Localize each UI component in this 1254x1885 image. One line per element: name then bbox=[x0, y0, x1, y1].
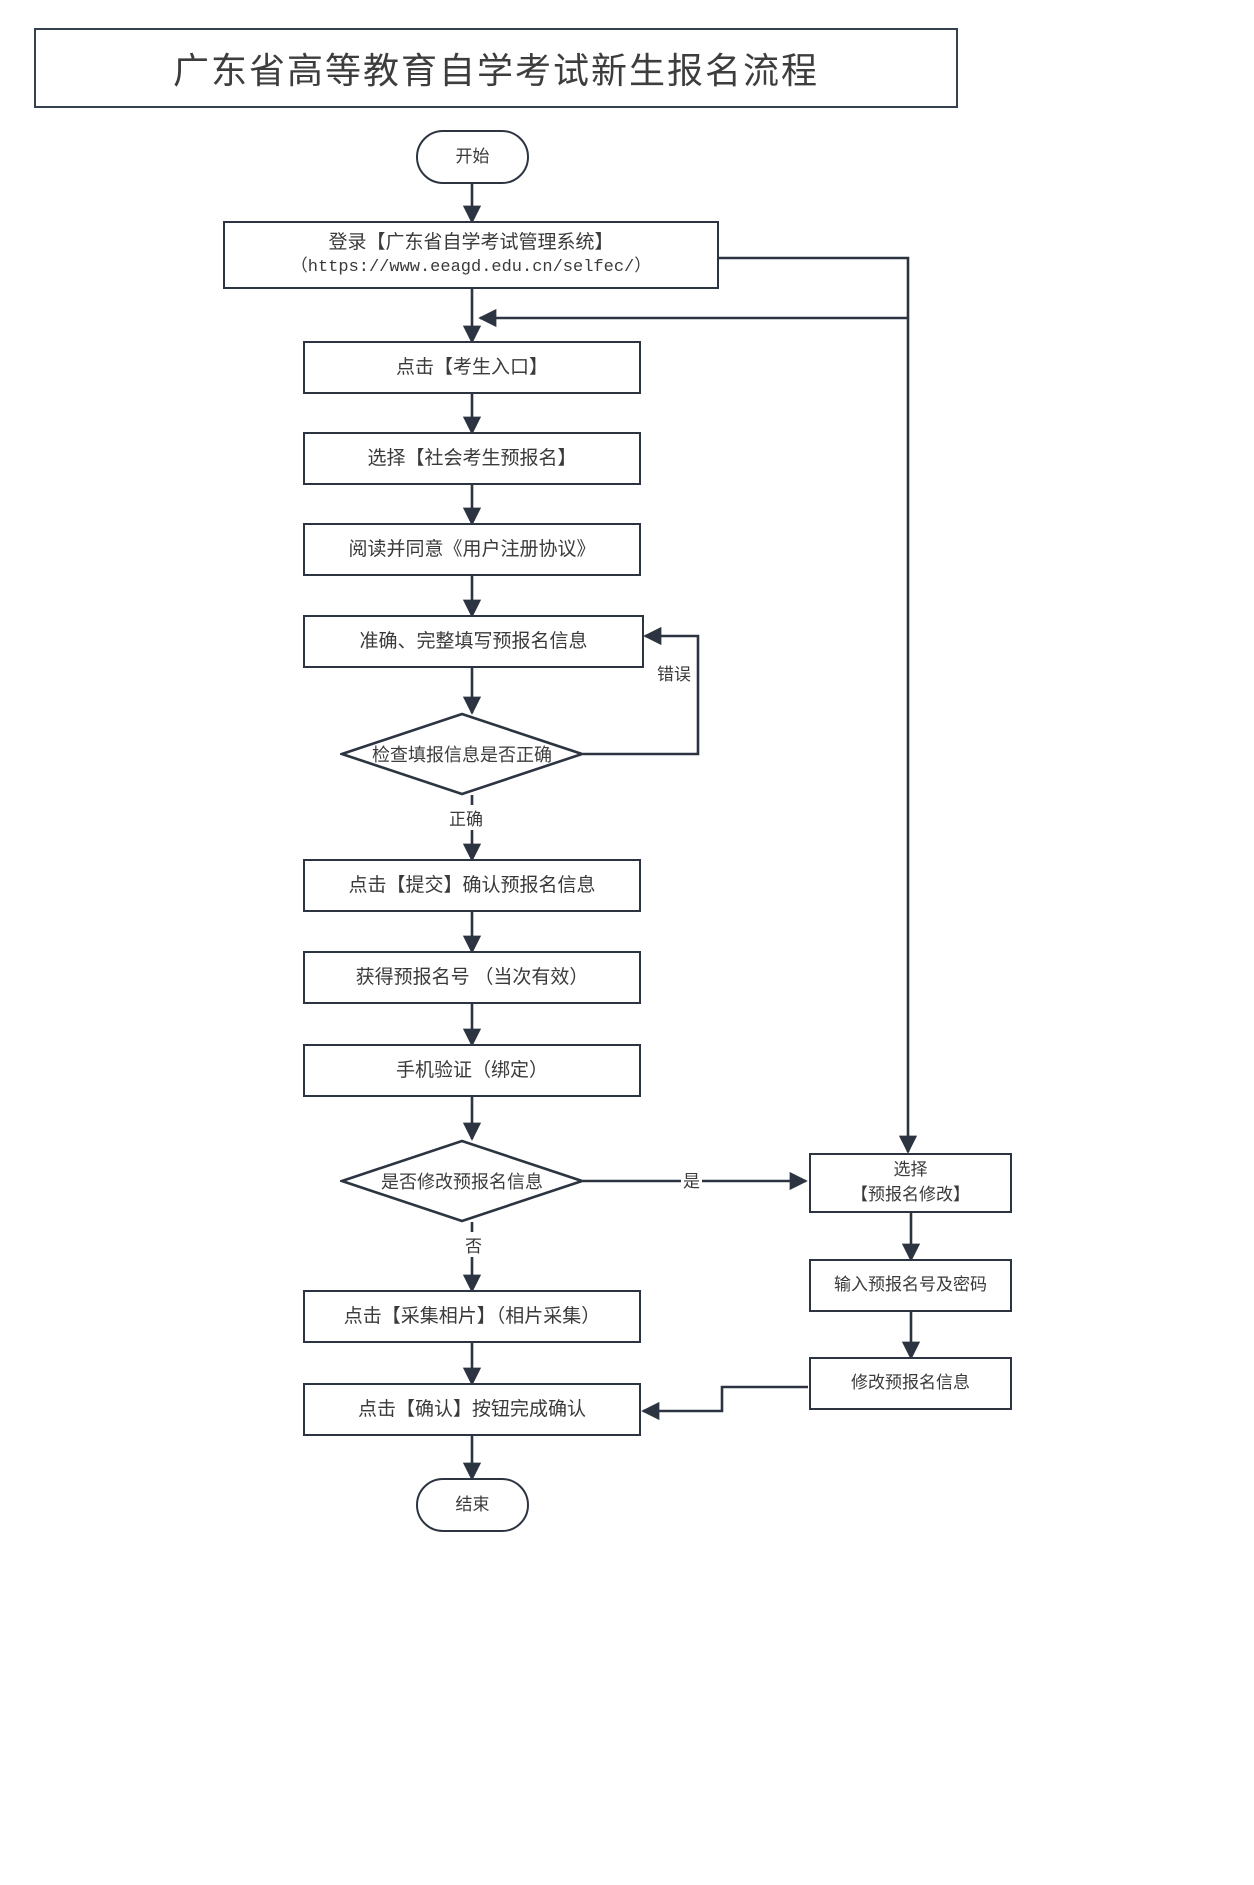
node-confirm-label: 点击【确认】按钮完成确认 bbox=[357, 1398, 586, 1420]
node-get-number-label: 获得预报名号 （当次有效） bbox=[355, 966, 589, 988]
node-login: 登录【广东省自学考试管理系统】 （https://www.eeagd.edu.c… bbox=[223, 221, 719, 289]
node-login-line1: 登录【广东省自学考试管理系统】 bbox=[328, 231, 614, 253]
node-end-label: 结束 bbox=[455, 1494, 490, 1514]
node-start: 开始 bbox=[416, 130, 529, 184]
node-select-preregister-label: 选择【社会考生预报名】 bbox=[367, 447, 577, 469]
node-modify-decision: 是否修改预报名信息 bbox=[340, 1139, 584, 1223]
node-phone-verify-label: 手机验证（绑定） bbox=[395, 1059, 548, 1081]
node-check-decision-label: 检查填报信息是否正确 bbox=[372, 745, 552, 765]
chart-title-frame: 广东省高等教育自学考试新生报名流程 bbox=[34, 28, 958, 108]
page-title: 广东省高等教育自学考试新生报名流程 bbox=[172, 51, 819, 91]
node-photo-capture: 点击【采集相片】（相片采集） bbox=[303, 1290, 641, 1343]
node-photo-capture-label: 点击【采集相片】（相片采集） bbox=[343, 1305, 601, 1327]
node-submit: 点击【提交】确认预报名信息 bbox=[303, 859, 641, 912]
node-candidate-entrance-label: 点击【考生入口】 bbox=[395, 356, 548, 378]
node-candidate-entrance: 点击【考生入口】 bbox=[303, 341, 641, 394]
node-choose-modify-line1: 选择 bbox=[893, 1160, 928, 1180]
node-fill-info: 准确、完整填写预报名信息 bbox=[303, 615, 644, 668]
node-login-url: （https://www.eeagd.edu.cn/selfec/） bbox=[290, 258, 652, 278]
decision-diamond-shape-2 bbox=[340, 1139, 584, 1223]
node-phone-verify: 手机验证（绑定） bbox=[303, 1044, 641, 1097]
node-check-decision: 检查填报信息是否正确 bbox=[340, 712, 584, 796]
node-fill-info-label: 准确、完整填写预报名信息 bbox=[359, 630, 588, 652]
node-read-agreement: 阅读并同意《用户注册协议》 bbox=[303, 523, 641, 576]
node-end: 结束 bbox=[416, 1478, 529, 1532]
node-do-modify: 修改预报名信息 bbox=[809, 1357, 1012, 1410]
node-do-modify-label: 修改预报名信息 bbox=[851, 1373, 970, 1393]
edge-label-yes: 是 bbox=[681, 1167, 702, 1192]
node-confirm: 点击【确认】按钮完成确认 bbox=[303, 1383, 641, 1436]
edge-label-no: 否 bbox=[463, 1232, 484, 1257]
node-submit-label: 点击【提交】确认预报名信息 bbox=[348, 874, 596, 896]
node-input-number-label: 输入预报名号及密码 bbox=[834, 1275, 987, 1295]
node-modify-decision-label: 是否修改预报名信息 bbox=[381, 1172, 543, 1192]
node-read-agreement-label: 阅读并同意《用户注册协议》 bbox=[348, 538, 596, 560]
edge-label-error: 错误 bbox=[655, 660, 693, 685]
node-start-label: 开始 bbox=[455, 146, 490, 166]
node-get-number: 获得预报名号 （当次有效） bbox=[303, 951, 641, 1004]
node-input-number: 输入预报名号及密码 bbox=[809, 1259, 1012, 1312]
decision-diamond-shape bbox=[340, 712, 584, 796]
node-choose-modify-line2: 【预报名修改】 bbox=[851, 1185, 970, 1204]
node-choose-modify: 选择 【预报名修改】 bbox=[809, 1153, 1012, 1213]
edge-label-correct: 正确 bbox=[447, 805, 485, 830]
node-select-preregister: 选择【社会考生预报名】 bbox=[303, 432, 641, 485]
